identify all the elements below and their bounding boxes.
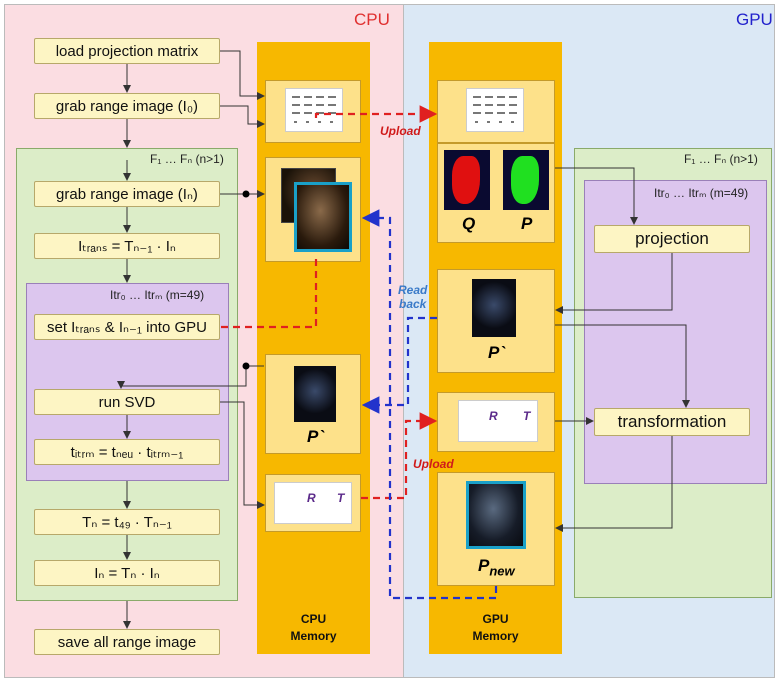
gpu-rt-r: R — [489, 409, 498, 423]
q-label: Q — [462, 214, 476, 233]
gpu-memory-label-1: GPU — [482, 612, 509, 626]
pnew-label-main: P — [478, 556, 490, 575]
readback-label-2: back — [398, 297, 427, 311]
box-transformation: transformation — [594, 408, 750, 436]
matrix-grid-icon — [473, 96, 517, 123]
p-thumbnail — [503, 150, 549, 210]
box-save-all: save all range image — [34, 629, 220, 655]
arrow-qp-to-projection — [555, 167, 638, 225]
cpu-outer-loop-label: F₁ … Fₙ (n>1) — [150, 152, 224, 166]
box-titr: tᵢₜᵣₘ = tₙₑᵤ · tᵢₜᵣₘ₋₁ — [34, 439, 220, 465]
arrow-projection-to-pprime — [555, 253, 673, 314]
q-thumbnail — [444, 150, 490, 210]
pnew-thumbnail — [466, 481, 526, 549]
box-grab-range-image-n: grab range image (Iₙ) — [34, 181, 220, 207]
gpu-p-prime-label: P` — [488, 343, 505, 362]
box-projection: projection — [594, 225, 750, 253]
box-load-projection-matrix: load projection matrix — [34, 38, 220, 64]
arrow-load-to-cpu-matrix — [220, 50, 265, 100]
box-grab-range-image-first: grab range image (I₀) — [34, 93, 220, 119]
cpu-p-prime-label: P` — [307, 427, 324, 446]
cpu-rt-matrix-thumbnail: R T — [274, 482, 352, 524]
p-shape — [511, 156, 539, 204]
upload-arrow-matrix — [314, 105, 438, 123]
cpu-memory-label: CPU Memory — [257, 611, 370, 645]
pnew-label: Pnew — [478, 556, 515, 578]
cpu-matrix-thumbnail — [285, 88, 343, 132]
readback-label-1: Read — [398, 283, 428, 297]
readback-label: Read back — [398, 283, 427, 311]
readback-arrow-pprime — [361, 316, 437, 414]
arrow-pprime-to-transformation — [555, 324, 690, 408]
box-run-svd: run SVD — [34, 389, 220, 415]
arrow-transformation-to-pnew — [555, 436, 673, 532]
gpu-memory-label-2: Memory — [472, 629, 519, 643]
box-tn: Tₙ = t₄₉ · Tₙ₋₁ — [34, 509, 220, 535]
box-in: Iₙ = Tₙ · Iₙ — [34, 560, 220, 586]
cpu-memory-bar — [257, 42, 370, 654]
gpu-inner-loop-label: Itr₀ … Itrₘ (m=49) — [654, 186, 749, 200]
arrow-svd-to-cpu-rt — [220, 401, 265, 509]
gpu-rt-t: T — [523, 409, 531, 423]
gpu-point-cloud-thumbnail — [472, 279, 516, 337]
box-itrans: Iₜᵣₐₙₛ = Tₙ₋₁ · Iₙ — [34, 233, 220, 259]
cpu-title: CPU — [354, 10, 390, 29]
gpu-outer-loop-label: F₁ … Fₙ (n>1) — [684, 152, 758, 166]
upload-line-images — [221, 257, 318, 329]
junction-dot-top — [242, 190, 250, 198]
upload-label-bottom: Upload — [413, 457, 454, 471]
upload-label-top: Upload — [380, 124, 421, 138]
gpu-title: GPU — [736, 10, 773, 29]
box-set-into-gpu: set Iₜᵣₐₙₛ & Iₙ₋₁ into GPU — [34, 314, 220, 340]
cpu-memory-label-2: Memory — [290, 629, 337, 643]
p-label: P — [521, 214, 533, 233]
cpu-point-cloud-thumbnail — [294, 366, 336, 422]
pnew-label-sub: new — [489, 563, 515, 579]
upload-arrow-rt — [361, 412, 438, 500]
readback-arrow-pnew — [361, 209, 498, 600]
cpu-memory-label-1: CPU — [300, 612, 327, 626]
matrix-grid-icon — [292, 96, 336, 123]
range-image-front — [294, 182, 352, 252]
gpu-memory-label: GPU Memory — [429, 611, 562, 645]
q-shape — [452, 156, 480, 204]
cpu-inner-loop-label: Itr₀ … Itrₘ (m=49) — [110, 288, 205, 302]
gpu-rt-matrix-thumbnail: R T — [458, 400, 538, 442]
arrow-grab0-to-cpu-images — [220, 105, 265, 128]
gpu-matrix-thumbnail — [466, 88, 524, 132]
cpu-rt-r: R — [307, 491, 316, 505]
arrow-pprime-to-svd — [117, 366, 247, 389]
junction-dot-bottom — [242, 362, 250, 370]
cpu-rt-t: T — [337, 491, 345, 505]
